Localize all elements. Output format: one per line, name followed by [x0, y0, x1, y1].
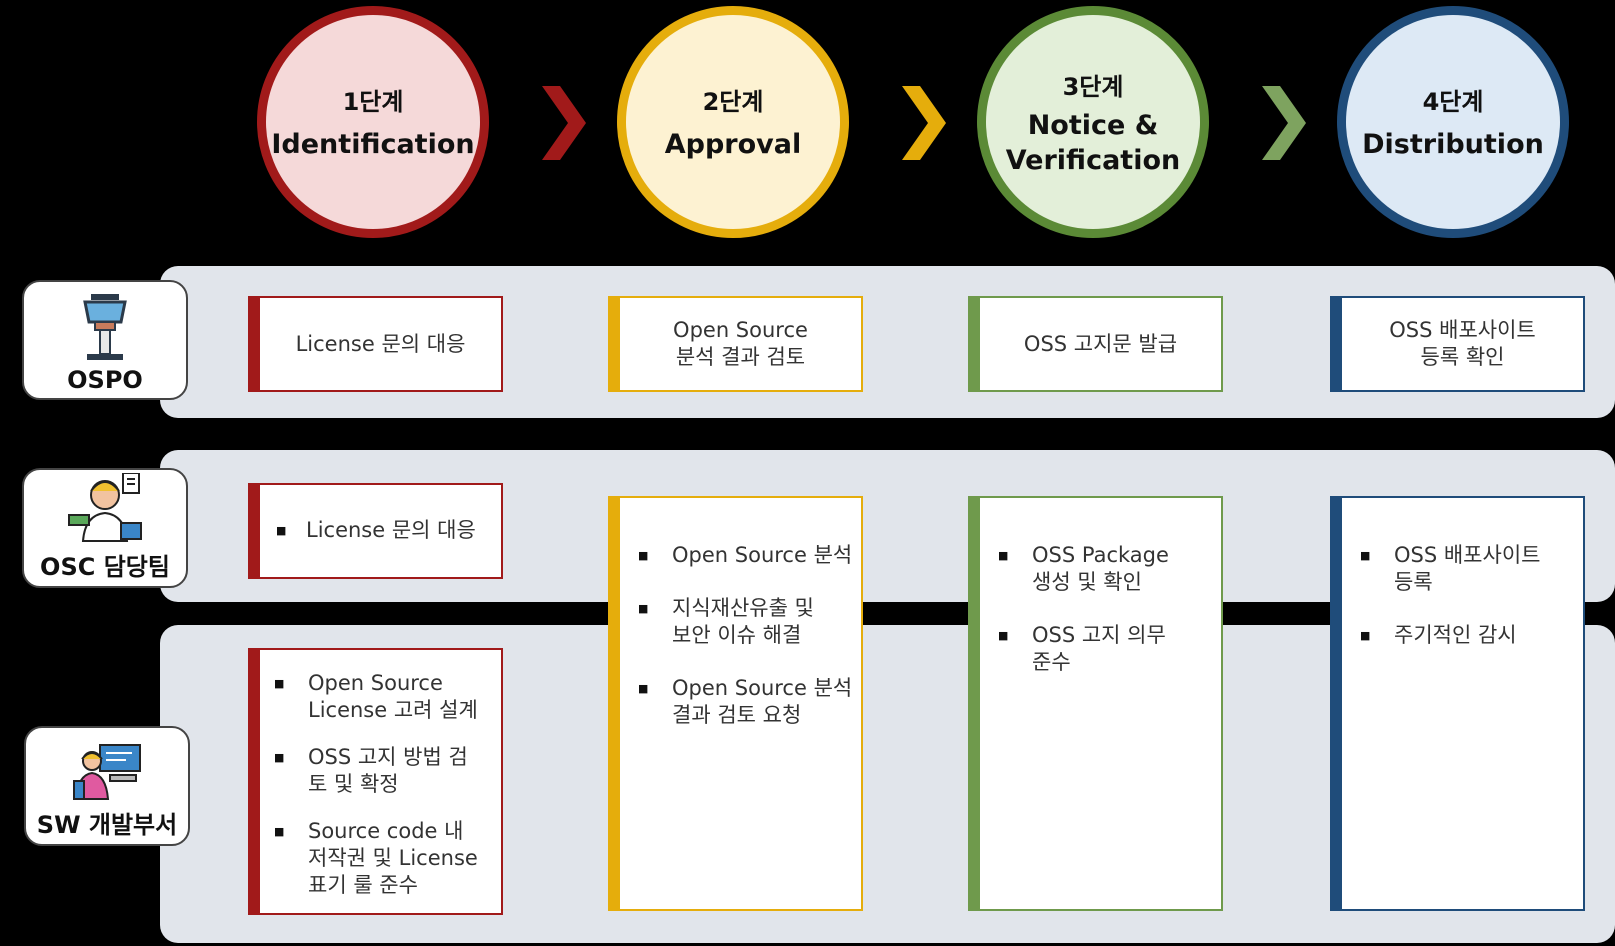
role-sw-dev: SW 개발부서: [24, 726, 190, 846]
support-agent-icon: [68, 473, 142, 542]
stage-step: 4단계: [1422, 88, 1484, 116]
stage-step: 2단계: [702, 88, 764, 116]
stage-notice-verification: 3단계 Notice & Verification: [977, 6, 1209, 238]
list-item: Open Source 분석 결과 검토 요청: [638, 675, 853, 729]
task-text: Open Source 분석 결과 검토: [673, 318, 808, 369]
stage-identification: 1단계 Identification: [257, 6, 489, 238]
role-ospo: OSPO: [22, 280, 188, 400]
stage-distribution: 4단계 Distribution: [1337, 6, 1569, 238]
chevron-right-icon: [902, 86, 946, 160]
task-list: OSS Package 생성 및 확인 OSS 고지 의무 준수: [998, 542, 1213, 702]
stage-name: Approval: [664, 129, 802, 160]
list-item: License 문의 대응: [276, 517, 493, 544]
ospo-task-identification: License 문의 대응: [248, 296, 503, 392]
task-list: Open Source License 고려 설계 OSS 고지 방법 검 토 …: [274, 670, 493, 925]
chevron-right-icon: [542, 86, 586, 160]
role-osc: OSC 담당팀: [22, 468, 188, 588]
chevron-right-icon: [1262, 86, 1306, 160]
task-list: Open Source 분석 지식재산유출 및 보안 이슈 해결 Open So…: [638, 542, 853, 755]
list-item: OSS Package 생성 및 확인: [998, 542, 1213, 596]
task-list: OSS 배포사이트 등록 주기적인 감시: [1360, 542, 1575, 675]
stage-step: 1단계: [342, 88, 404, 116]
list-item: Open Source 분석: [638, 542, 853, 569]
role-label: SW 개발부서: [36, 811, 178, 839]
list-item: Source code 내 저작권 및 License 표기 룰 준수: [274, 818, 493, 899]
stage-step: 3단계: [1062, 72, 1124, 101]
role-label: OSC 담당팀: [40, 553, 170, 581]
list-item: 지식재산유출 및 보안 이슈 해결: [638, 595, 853, 649]
task-text: License 문의 대응: [295, 331, 466, 356]
task-text: OSS 배포사이트 등록 확인: [1389, 318, 1536, 369]
list-item: Open Source License 고려 설계: [274, 670, 493, 724]
list-item: OSS 고지 방법 검 토 및 확정: [274, 744, 493, 798]
shared-task-notice: OSS Package 생성 및 확인 OSS 고지 의무 준수: [968, 496, 1223, 911]
developer-at-computer-icon: [73, 744, 141, 800]
list-item: OSS 배포사이트 등록: [1360, 542, 1575, 596]
stage-name: Distribution: [1362, 129, 1544, 160]
role-label: OSPO: [67, 366, 143, 394]
control-tower-icon: [83, 294, 127, 360]
ospo-task-notice: OSS 고지문 발급: [968, 296, 1223, 392]
shared-task-distribution: OSS 배포사이트 등록 주기적인 감시: [1330, 496, 1585, 911]
list-item: 주기적인 감시: [1360, 622, 1575, 649]
ospo-task-approval: Open Source 분석 결과 검토: [608, 296, 863, 392]
list-item: OSS 고지 의무 준수: [998, 622, 1213, 676]
osc-task-identification: License 문의 대응: [248, 483, 503, 579]
task-text: OSS 고지문 발급: [1023, 331, 1178, 356]
ospo-task-distribution: OSS 배포사이트 등록 확인: [1330, 296, 1585, 392]
stage-approval: 2단계 Approval: [617, 6, 849, 238]
stage-name: Notice & Verification: [1005, 109, 1181, 176]
stage-name: Identification: [271, 129, 475, 160]
sw-task-identification: Open Source License 고려 설계 OSS 고지 방법 검 토 …: [248, 648, 503, 915]
task-list: License 문의 대응: [276, 517, 493, 570]
shared-task-approval: Open Source 분석 지식재산유출 및 보안 이슈 해결 Open So…: [608, 496, 863, 911]
